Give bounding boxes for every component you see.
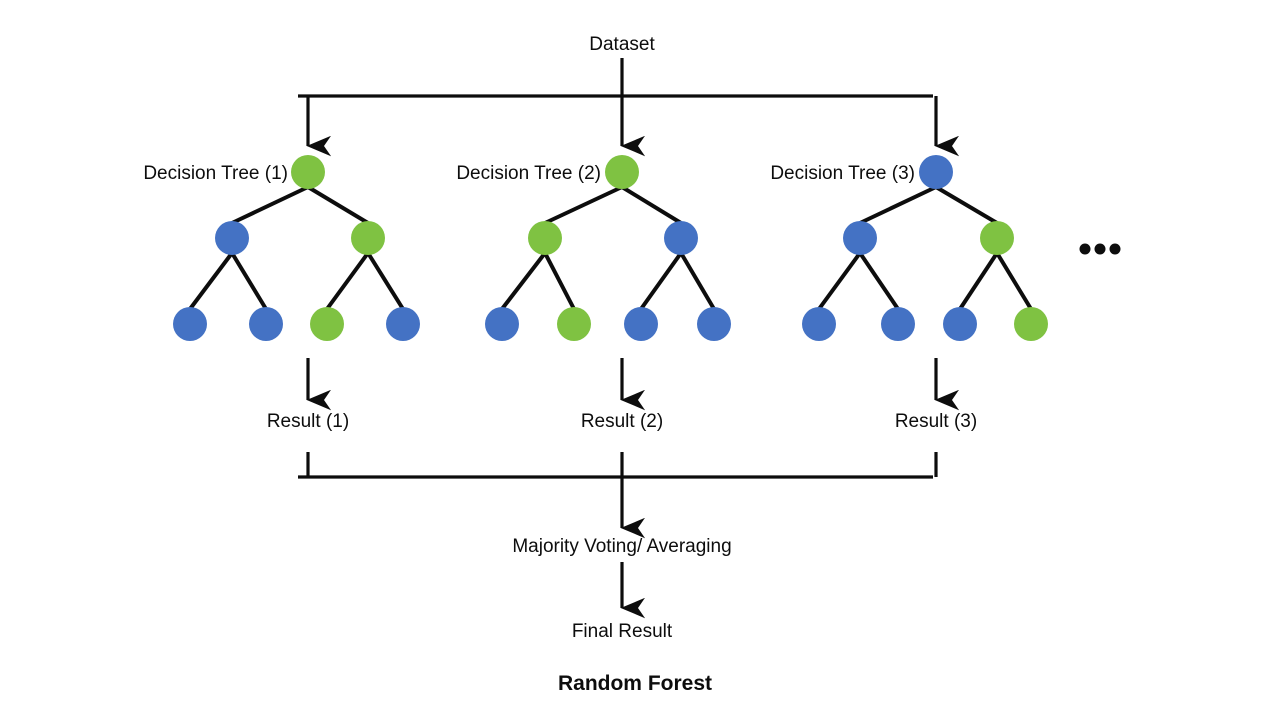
tree-2-branch-1-edge-2 [543,252,576,310]
tree-3-root-edge-1 [859,185,937,225]
tree-1-branch-1-edge-1 [188,251,234,311]
tree-3-leaf-node-3 [943,307,977,341]
tree-2-root-edge-1 [544,185,623,225]
ellipsis-dot-1 [1079,243,1091,255]
diagram-text-group: Decision Tree (1) Result (1) Decision Tree… [143,163,1121,432]
tree-3-branch-2-edge-1 [958,251,999,311]
decision-tree-2 [485,155,731,341]
tree-3-root-edge-2 [934,185,999,225]
tree-1-leaf-node-2 [249,307,283,341]
tree-2-leaf-node-1 [485,307,519,341]
tree-1-leaf-node-1 [173,307,207,341]
ellipsis-dot-2 [1094,243,1106,255]
tree-2-root-edge-2 [620,185,683,225]
tree-3-branch-1-edge-2 [858,251,900,311]
tree-2-branch-2-edge-2 [679,251,716,311]
decision-tree-1 [173,155,420,341]
tree-2-branch-1-edge-1 [500,251,547,311]
tree-1-result-label: Result (1) [267,411,349,432]
tree-2-leaf-node-3 [624,307,658,341]
dataset-label: Dataset [589,34,655,55]
tree-2-leaf-node-4 [697,307,731,341]
diagram-title: Random Forest [558,672,712,695]
tree-3-leaf-node-2 [881,307,915,341]
tree-1-branch-node-2 [351,221,385,255]
tree-2-branch-2-edge-1 [639,251,683,311]
tree-1-leaf-node-3 [310,307,344,341]
tree-1-branch-2-edge-2 [366,251,405,311]
tree-3-leaf-node-1 [802,307,836,341]
tree-1-branch-node-1 [215,221,249,255]
flow-connectors [298,58,960,619]
tree-3-root-node [919,155,953,189]
tree-1-branch-1-edge-2 [230,251,268,311]
decision-tree-group [173,155,1048,341]
tree-3-branch-2-edge-2 [995,251,1033,311]
tree-3-label: Decision Tree (3) [770,163,915,184]
tree-2-result-label: Result (2) [581,411,663,432]
tree-1-leaf-node-4 [386,307,420,341]
tree-1-root-edge-2 [306,185,370,225]
tree-2-branch-node-2 [664,221,698,255]
tree-1-branch-2-edge-1 [325,251,370,311]
tree-2-leaf-node-2 [557,307,591,341]
aggregation-label: Majority Voting/ Averaging [512,536,731,557]
tree-3-leaf-node-4 [1014,307,1048,341]
tree-3-branch-1-edge-1 [817,251,862,311]
tree-1-root-edge-1 [231,185,309,225]
tree-2-label: Decision Tree (2) [456,163,601,184]
ellipsis-dot-3 [1109,243,1121,255]
tree-1-label: Decision Tree (1) [143,163,288,184]
final-result-label: Final Result [572,621,673,642]
tree-3-branch-node-1 [843,221,877,255]
tree-3-result-label: Result (3) [895,411,977,432]
decision-tree-3 [802,155,1048,341]
tree-1-root-node [291,155,325,189]
tree-3-branch-node-2 [980,221,1014,255]
tree-2-root-node [605,155,639,189]
tree-2-branch-node-1 [528,221,562,255]
more-trees-ellipsis-icon [1079,243,1121,255]
